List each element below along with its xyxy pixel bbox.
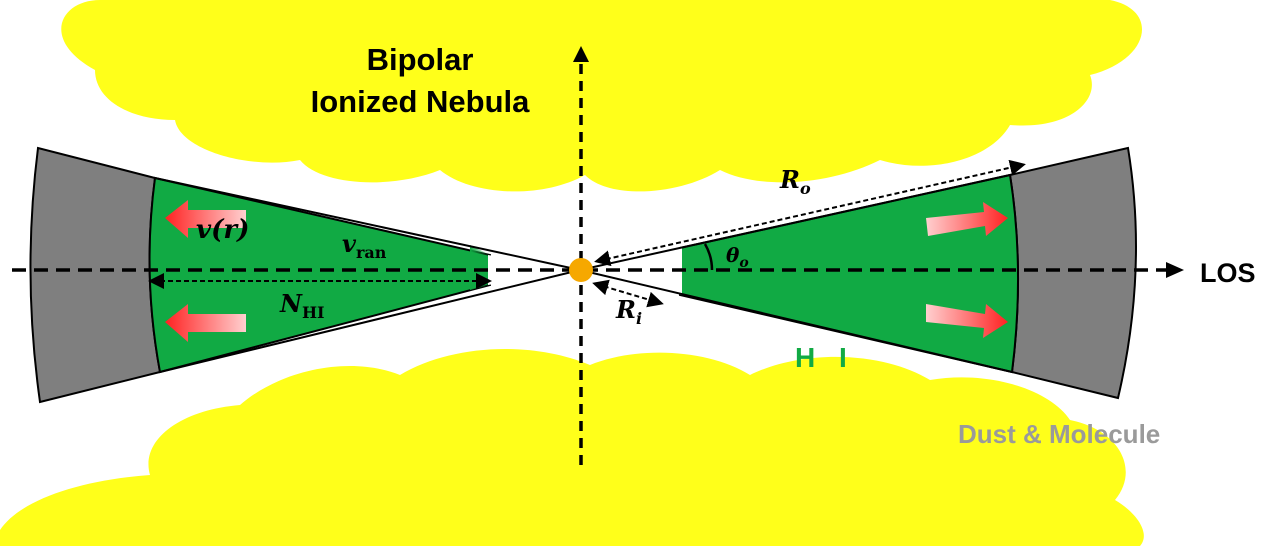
hi-label: H I [795, 342, 855, 373]
vertical-axis [573, 46, 589, 465]
left-hi-torus [148, 176, 581, 374]
r-o-measure [594, 159, 1026, 267]
los-label: LOS [1200, 258, 1256, 288]
left-dust-region [29, 146, 162, 404]
outflow-arrow-icon [165, 304, 246, 342]
outflow-arrow-icon [926, 304, 1008, 338]
title-line-2: Ionized Nebula [311, 84, 531, 119]
top-ionized-lobe [61, 0, 1143, 192]
hi-column-density-label: NHI [279, 289, 325, 322]
opening-angle-label: θo [726, 243, 749, 271]
r-i-measure [592, 279, 664, 308]
right-outflow-arrows [926, 202, 1008, 338]
random-velocity-label: vran [342, 229, 387, 262]
outflow-arrow-icon [165, 200, 246, 238]
right-dust-region [1008, 146, 1137, 400]
outer-radius-label: Ro [779, 165, 811, 198]
dust-molecule-label: Dust & Molecule [958, 419, 1160, 449]
bottom-ionized-lobe [0, 348, 1144, 546]
los-arrow-icon [1166, 262, 1184, 278]
theta-arc [703, 243, 714, 271]
star-icon [569, 258, 593, 282]
velocity-label: v(r) [196, 215, 249, 245]
left-outflow-arrows [165, 200, 246, 342]
inner-radius-label: Ri [615, 295, 642, 328]
title-line-1: Bipolar [367, 42, 474, 77]
axis-arrow-icon [573, 46, 589, 62]
outflow-arrow-icon [926, 202, 1008, 236]
